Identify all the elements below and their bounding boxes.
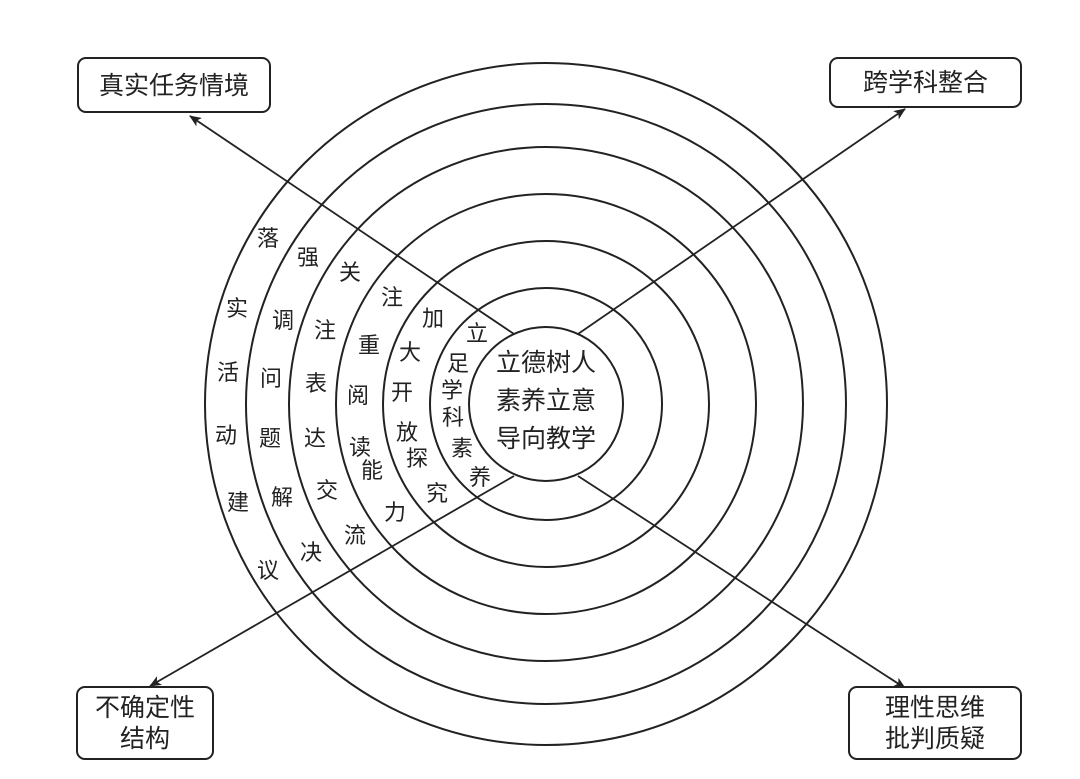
ring-character: 调 xyxy=(272,309,294,334)
ring-character: 学 xyxy=(441,379,463,404)
ring-character: 活 xyxy=(217,361,239,386)
box-top-right: 跨学科整合 xyxy=(829,57,1022,108)
ring-character: 解 xyxy=(271,486,293,511)
arrow-to-bottom-right xyxy=(577,475,906,689)
ring-character: 大 xyxy=(399,341,421,366)
ring-character: 养 xyxy=(469,466,491,491)
center-circle xyxy=(468,326,624,482)
ring-character: 题 xyxy=(259,427,281,452)
ring-character: 达 xyxy=(304,427,326,452)
ring-character: 决 xyxy=(300,541,322,566)
ring-circle xyxy=(245,103,847,705)
ring-character: 加 xyxy=(422,307,444,332)
box-label: 批判质疑 xyxy=(884,724,985,753)
ring-character: 能 xyxy=(361,459,383,484)
box-bottom-left: 不确定性 结构 xyxy=(76,686,214,760)
ring-circle xyxy=(429,287,663,521)
ring-character: 注 xyxy=(381,286,403,311)
ring-character: 交 xyxy=(316,479,338,504)
arrow-to-bottom-left xyxy=(149,475,515,687)
ring-character: 表 xyxy=(305,372,327,397)
box-label: 不确定性 xyxy=(94,693,195,722)
ring-character: 阅 xyxy=(347,384,369,409)
box-label: 结构 xyxy=(119,724,170,753)
ring-character: 动 xyxy=(215,424,237,449)
ring-character: 流 xyxy=(344,524,366,549)
box-label: 理性思维 xyxy=(884,693,985,722)
ring-circle xyxy=(204,62,888,746)
ring-character: 实 xyxy=(226,297,248,322)
ring-character: 注 xyxy=(314,319,336,344)
ring-character: 读 xyxy=(349,436,371,461)
ring-character: 强 xyxy=(297,246,319,271)
ring-circle xyxy=(335,193,757,615)
ring-character: 探 xyxy=(406,447,428,472)
center-line: 立德树人 xyxy=(496,348,596,377)
center-line: 素养立意 xyxy=(496,386,596,415)
center-line: 导向教学 xyxy=(496,424,596,453)
box-label: 真实任务情境 xyxy=(98,70,249,100)
ring-character: 建 xyxy=(227,491,249,516)
ring-character: 足 xyxy=(447,352,469,377)
ring-character: 素 xyxy=(451,437,473,462)
ring-character: 重 xyxy=(358,334,380,359)
arrow-to-top-right xyxy=(577,108,906,335)
ring-character: 力 xyxy=(384,501,406,526)
ring-character: 开 xyxy=(391,381,413,406)
ring-circle xyxy=(288,146,804,662)
box-label: 跨学科整合 xyxy=(862,68,988,97)
box-top-left: 真实任务情境 xyxy=(77,57,271,113)
ring-character: 立 xyxy=(466,322,488,347)
arrow-to-top-left xyxy=(189,115,515,335)
ring-character: 放 xyxy=(396,421,418,446)
center-label: 立德树人 素养立意 导向教学 xyxy=(496,348,596,453)
ring-circle xyxy=(382,240,710,568)
ring-character: 关 xyxy=(339,261,361,286)
ring-character: 落 xyxy=(257,227,279,252)
ring-character: 究 xyxy=(426,482,448,507)
box-bottom-right: 理性思维 批判质疑 xyxy=(848,686,1022,760)
ring-character: 议 xyxy=(257,559,279,584)
ring-character: 科 xyxy=(442,406,464,431)
ring-character: 问 xyxy=(260,367,282,392)
